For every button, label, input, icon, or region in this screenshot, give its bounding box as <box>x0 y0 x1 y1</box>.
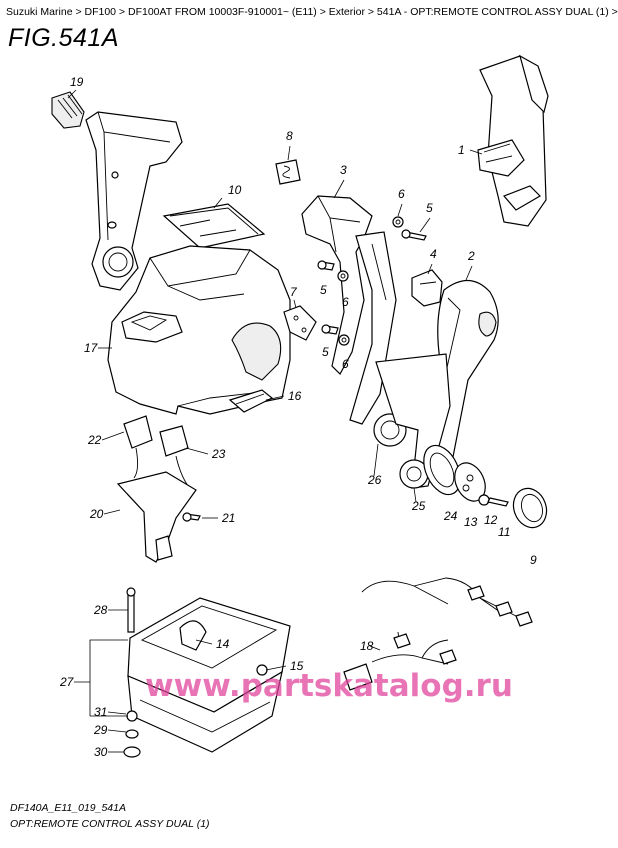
left-control-lever[interactable] <box>85 111 183 291</box>
breadcrumb-item-3[interactable]: Exterior <box>328 6 365 18</box>
switch-assembly[interactable] <box>116 415 201 563</box>
callout-9: 9 <box>530 553 537 567</box>
figure-caption: OPT:REMOTE CONTROL ASSY DUAL (1) <box>10 818 210 830</box>
base-box[interactable] <box>123 587 291 758</box>
callout-labels: 19 8 1 3 10 6 5 2 4 7 5 6 17 5 6 16 22 2… <box>59 75 537 759</box>
figure-title: FIG.541A <box>8 24 119 52</box>
breadcrumb-item-0[interactable]: Suzuki Marine <box>6 6 73 18</box>
breadcrumb-item-1[interactable]: DF100 <box>84 6 117 18</box>
callout-4: 4 <box>430 247 437 261</box>
leader-lines <box>67 89 483 753</box>
callout-24: 24 <box>443 509 458 523</box>
breadcrumb: Suzuki Marine > DF100 > DF100AT FROM 100… <box>6 6 618 18</box>
callout-3: 3 <box>340 163 347 177</box>
callout-2: 2 <box>467 249 475 263</box>
part-7-bracket[interactable] <box>283 305 317 341</box>
breadcrumb-separator: > <box>364 6 377 18</box>
disk-stack[interactable] <box>417 440 552 533</box>
callout-25: 25 <box>411 499 426 513</box>
callout-6: 6 <box>342 357 349 371</box>
parts-diagram: 19 8 1 3 10 6 5 2 4 7 5 6 17 5 6 16 22 2… <box>51 54 552 759</box>
callout-28: 28 <box>93 603 108 617</box>
callout-5: 5 <box>426 201 433 215</box>
callout-6: 6 <box>398 187 405 201</box>
callout-26: 26 <box>367 473 382 487</box>
breadcrumb-separator: > <box>316 6 329 18</box>
callout-13: 13 <box>464 515 478 529</box>
part-8-emblem[interactable] <box>275 159 301 185</box>
callout-31: 31 <box>94 705 107 719</box>
callout-6: 6 <box>342 295 349 309</box>
callout-30: 30 <box>94 745 108 759</box>
callout-1: 1 <box>458 143 465 157</box>
breadcrumb-separator: > <box>116 6 128 18</box>
part-3-lever-arm[interactable] <box>301 195 373 375</box>
callout-27: 27 <box>59 675 75 689</box>
breadcrumb-separator: > <box>608 6 618 18</box>
breadcrumb-separator: > <box>72 6 85 18</box>
callout-20: 20 <box>89 507 104 521</box>
callout-17: 17 <box>84 341 99 355</box>
callout-15: 15 <box>290 659 304 673</box>
part-10-top-plate[interactable] <box>162 203 266 249</box>
callout-18: 18 <box>360 639 374 653</box>
part-17-housing[interactable] <box>107 245 291 415</box>
callout-12: 12 <box>484 513 498 527</box>
callout-5: 5 <box>320 283 327 297</box>
callout-23: 23 <box>211 447 226 461</box>
part-18-harness[interactable] <box>343 577 533 691</box>
callout-19: 19 <box>70 75 84 89</box>
callout-7: 7 <box>290 285 298 299</box>
breadcrumb-item-4[interactable]: 541A - OPT:REMOTE CONTROL ASSY DUAL (1) <box>376 6 609 18</box>
callout-10: 10 <box>228 183 242 197</box>
callout-5: 5 <box>322 345 329 359</box>
callout-11: 11 <box>498 525 510 539</box>
callout-16: 16 <box>288 389 302 403</box>
part-19-grip-cap[interactable] <box>51 91 85 129</box>
reference-code: DF140A_E11_019_541A <box>10 802 126 814</box>
screws-and-washers[interactable] <box>317 216 427 346</box>
callout-29: 29 <box>93 723 108 737</box>
callout-14: 14 <box>216 637 230 651</box>
part-1-single-lever[interactable] <box>477 54 549 227</box>
callout-8: 8 <box>286 129 293 143</box>
part-4-knob[interactable] <box>411 269 443 307</box>
callout-22: 22 <box>87 433 102 447</box>
callout-21: 21 <box>221 511 235 525</box>
part-16-plate[interactable] <box>228 389 274 413</box>
watermark: www.partskatalog.ru <box>145 668 513 704</box>
breadcrumb-item-2[interactable]: DF100AT FROM 10003F-910001~ (E11) <box>127 6 317 18</box>
